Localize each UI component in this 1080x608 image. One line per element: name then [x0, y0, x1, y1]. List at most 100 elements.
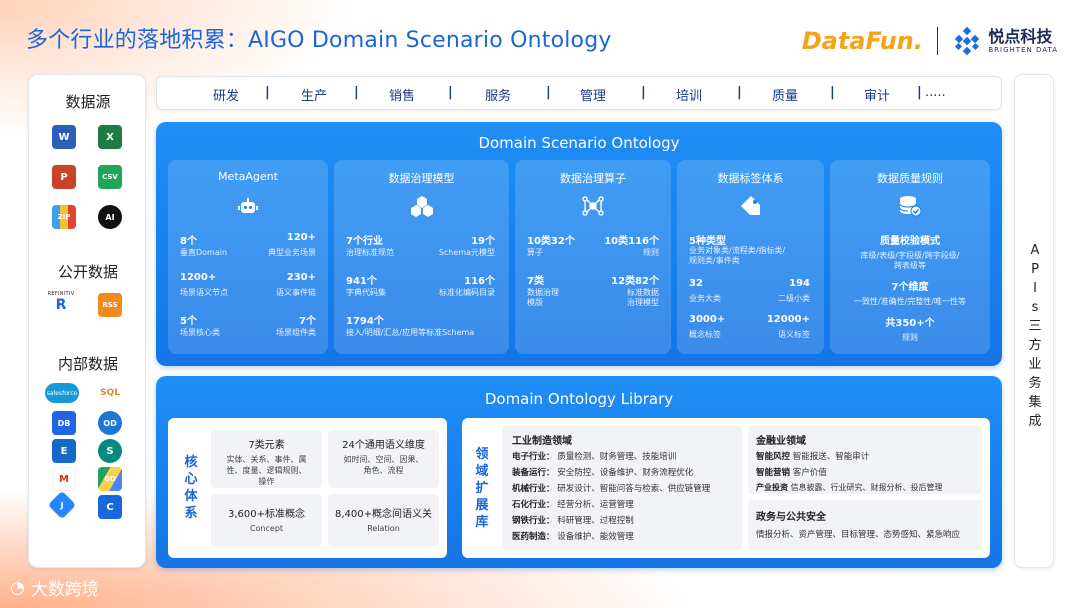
brighten-logo-icon [955, 26, 980, 56]
stat-label: 业务对象类/流程类/指标类/ 规则类/事件类 [689, 246, 786, 265]
stat-value: 7个 [299, 316, 316, 327]
card-title: 数据标签体系 [717, 172, 784, 185]
stat-value: 32 [689, 278, 703, 289]
stat-value: 5个 [180, 316, 197, 327]
government-row: 情报分析、资产管理、目标管理、态势感知、紧急响应 [756, 530, 961, 540]
internal-data-heading: 内部数据 [57, 355, 118, 373]
stat-value: 194 [789, 278, 810, 289]
core-element-box: 7类元素 实体、关系、事件、属 性、度量、逻辑规则、 操作 [211, 430, 322, 488]
domain-item: 服务 [485, 89, 512, 104]
logo-divider [936, 27, 939, 55]
core-element-desc: Concept [249, 524, 284, 533]
domain-separator: | [737, 85, 742, 100]
dol-title: Domain Ontology Library [484, 390, 674, 408]
robot-icon [236, 194, 260, 218]
domain-scenario-ontology-panel: Domain Scenario Ontology MetaAgent 8个 垂直… [156, 122, 1002, 366]
finance-domain-title: 金融业领域 [756, 436, 806, 447]
sharepoint-icon: S [98, 439, 122, 463]
stat-label: 语义事件链 [276, 288, 316, 297]
core-element-title: 8,400+概念间语义关 [334, 509, 432, 520]
stat-value: 7类 [527, 276, 544, 287]
stat-label: 垂直Domain [180, 248, 228, 257]
industry-row: 石化行业： 经营分析、运营管理 [512, 500, 634, 510]
quality-dimension-block: 7个维度 一致性/准确性/完整性/唯一性等 [830, 278, 990, 307]
footer-logo-icon: ◔ [10, 577, 25, 598]
stat-label: 业务大类 [689, 294, 721, 303]
governance-operator-card: 数据治理算子 10类32个 算子 10类116个 规则 7类 数据治理 模版 1… [515, 160, 671, 354]
refinitiv-label: REFINITIV [47, 291, 75, 297]
footer-text: 大数跨境 [30, 580, 99, 600]
core-element-title: 3,600+标准概念 [227, 509, 305, 520]
domain-item: 管理 [580, 89, 607, 104]
stat-value: 10类32个 [527, 236, 575, 247]
industrial-domain-box: 工业制造领域 电子行业： 质量检测、财务管理、技能培训 装备运行： 安全防控、设… [502, 426, 742, 550]
finance-row: 智能风控 智能报送、智能审计 [756, 452, 870, 462]
stat-value: 230+ [286, 272, 316, 283]
sql-icon: SQL [94, 383, 126, 403]
quality-rules-card: 数据质量规则 质量校验模式 库级/表级/字段级/跨字段级/ 跨表级等 7个维度 … [830, 160, 990, 354]
stat-value: 10类116个 [604, 236, 659, 247]
stat-label: 二级小类 [778, 294, 810, 303]
domain-item: ..... [925, 85, 946, 100]
industry-row: 装备运行： 安全防控、设备维护、财务流程优化 [512, 468, 694, 478]
finance-row: 智能营销 客户价值 [756, 468, 827, 478]
stat-value: 19个 [471, 236, 495, 247]
exchange-icon: E [52, 439, 76, 463]
stat-value: 941个 [346, 276, 377, 287]
brighten-data-logo: 悦点科技 BRIGHTEN DATA [952, 26, 1058, 56]
database-check-icon [898, 194, 922, 218]
government-domain-title: 政务与公共安全 [756, 512, 826, 523]
core-element-box: 3,600+标准概念 Concept [211, 494, 322, 546]
stat-value: 3000+ [689, 314, 726, 325]
quality-rule-count-block: 共350+个 规则 [830, 314, 990, 343]
stat-label: Schema元模型 [438, 248, 495, 257]
public-data-heading: 公开数据 [57, 263, 118, 281]
logo-group: DataFun. 悦点科技 BRIGHTEN DATA [802, 26, 1058, 56]
stat-label: 标准数据 治理模型 [627, 288, 659, 307]
stat-label: 算子 [527, 248, 543, 257]
domain-separator: | [354, 85, 359, 100]
stat-label: 典型业务场景 [268, 248, 316, 257]
jira-icon: J [47, 490, 77, 520]
domain-separator: | [546, 85, 551, 100]
domain-item: 销售 [389, 89, 416, 104]
refinitiv-icon: REFINITIV R [43, 291, 79, 313]
stat-value: 116个 [464, 276, 495, 287]
industry-row: 电子行业： 质量检测、财务管理、技能培训 [512, 452, 677, 462]
salesforce-icon: salesforce [45, 383, 79, 403]
brighten-en-name: BRIGHTEN DATA [988, 46, 1058, 54]
card-title: MetaAgent [218, 170, 278, 183]
gmail-icon: M [52, 467, 76, 491]
core-element-box: 24个通用语义维度 如时间、空间、因果、 角色、流程 [328, 430, 439, 488]
core-element-desc: 如时间、空间、因果、 角色、流程 [343, 455, 424, 475]
stat-value: 120+ [286, 232, 316, 243]
stat-label: 字典代码集 [346, 288, 386, 297]
powerpoint-icon: P [52, 165, 76, 189]
network-icon [581, 194, 605, 218]
stat-value: 12类82个 [611, 276, 659, 287]
domain-item: 生产 [301, 89, 328, 104]
governance-model-card: 数据治理模型 7个行业 治理标准规范 19个 Schema元模型 941个 字典… [334, 160, 509, 354]
refinitiv-mark: R [55, 297, 67, 313]
domain-item: 审计 [864, 89, 891, 104]
core-element-box: 8,400+概念间语义关 Relation [328, 494, 439, 546]
tag-system-card: 数据标签体系 5种类型 业务对象类/流程类/指标类/ 规则类/事件类 32 业务… [677, 160, 824, 354]
rss-icon: RSS [98, 293, 122, 317]
core-element-desc: Relation [367, 524, 400, 533]
stat-value: 1200+ [180, 272, 217, 283]
card-title: 数据质量规则 [877, 172, 943, 185]
domain-separator: | [448, 85, 453, 100]
stat-value: 12000+ [766, 314, 810, 325]
stat-label: 场景语义节点 [180, 288, 228, 297]
quality-mode-block: 质量校验模式 库级/表级/字段级/跨字段级/ 跨表级等 [830, 232, 990, 271]
cubes-icon [410, 194, 434, 218]
domain-ontology-library-panel: Domain Ontology Library 核心体系 7类元素 实体、关系、… [156, 376, 1002, 568]
core-element-title: 7类元素 [248, 440, 285, 451]
industry-row: 医药制造： 设备维护、能效管理 [512, 532, 634, 542]
data-sources-panel: 数据源 W X P CSV ZIP AI 公开数据 REFINITIV R RS… [28, 74, 146, 568]
stat-label: 语义标签 [778, 330, 810, 339]
footer-watermark: ◔ 大数跨境 [10, 575, 99, 601]
domain-separator: | [917, 85, 922, 100]
stat-label: 概念标签 [689, 330, 721, 339]
